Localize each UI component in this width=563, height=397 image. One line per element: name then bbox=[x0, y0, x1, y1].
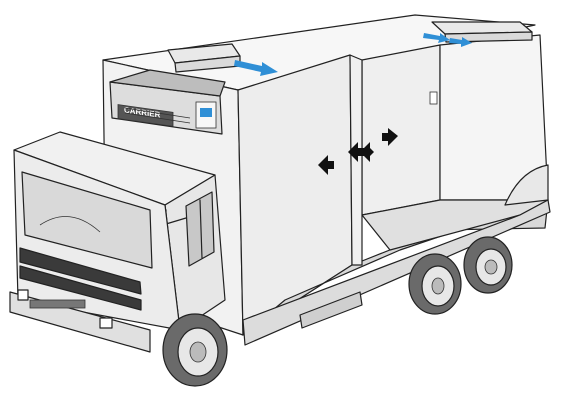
bumper-vent bbox=[30, 300, 85, 308]
headlight-left bbox=[18, 290, 28, 300]
hub bbox=[432, 278, 444, 294]
hub bbox=[190, 342, 206, 362]
wheel-rear-1 bbox=[409, 254, 461, 314]
door-latch bbox=[430, 92, 437, 104]
headlight-right bbox=[100, 318, 112, 328]
wheel-front bbox=[163, 314, 227, 386]
wheel-rear-2 bbox=[464, 237, 512, 293]
unit-display-icon bbox=[200, 108, 212, 117]
rear-compartment-wall bbox=[362, 45, 440, 215]
hub bbox=[485, 260, 497, 274]
